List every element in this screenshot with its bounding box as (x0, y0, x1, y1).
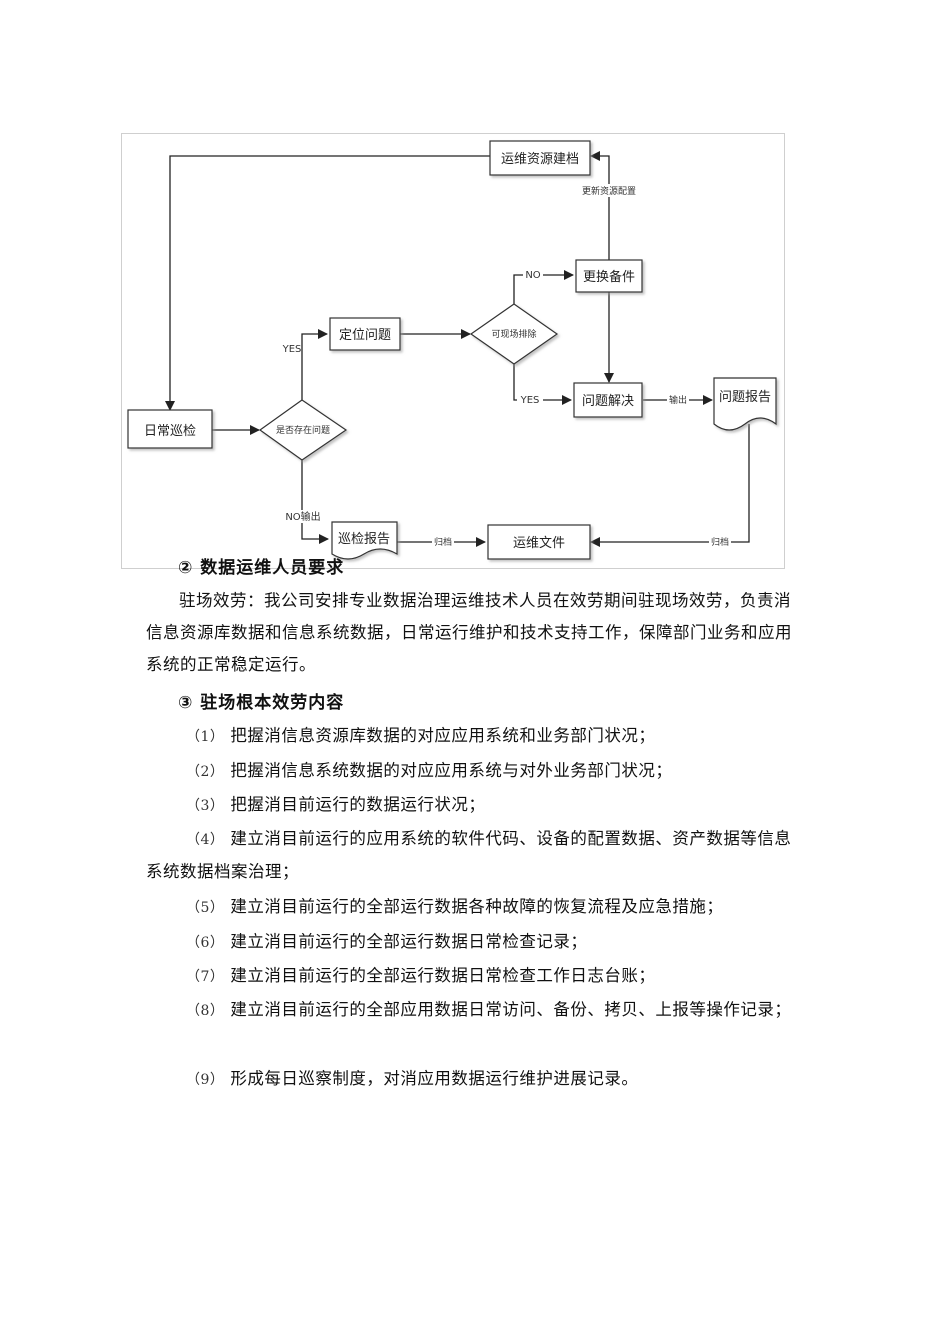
flowchart-node-labels: 运维资源建档 更换备件 定位问题 可现场排除 问题解决 问题报告 日常巡检 是否… (144, 152, 771, 551)
item-number: （7） (186, 969, 225, 985)
edge-label-yes-1: YES (282, 344, 302, 355)
list-item: （6） 建立消目前运行的全部运行数据日常检查记录； (146, 926, 806, 959)
section2-heading: ② 数据运维人员要求 (178, 558, 345, 578)
label-replace-parts: 更换备件 (583, 269, 635, 285)
list-item: （3） 把握消目前运行的数据运行状况； (146, 789, 806, 822)
flowchart-canvas: 运维资源建档 更换备件 定位问题 可现场排除 问题解决 问题报告 日常巡检 是否… (127, 140, 777, 560)
node-daily-inspection (127, 409, 213, 449)
label-onsite-fixable: 可现场排除 (491, 328, 536, 340)
edge-no-replace (513, 270, 574, 304)
item-text: 建立消目前运行的全部运行数据日常检查工作日志台账； (230, 966, 656, 985)
edge-label-yes-2: YES (520, 395, 540, 406)
node-ops-document (487, 524, 591, 560)
list-item: （4）建立消目前运行的应用系统的软件代码、设备的配置数据、资产数据等信息系统数据… (146, 823, 806, 888)
node-replace-parts (575, 259, 643, 293)
label-ops-document: 运维文件 (513, 536, 565, 551)
list-item: （9） 形成每日巡察制度，对消应用数据运行维护进展记录。 (146, 1063, 806, 1096)
item-number: （5） (186, 900, 225, 916)
label-locate-problem: 定位问题 (339, 328, 391, 343)
edge-archive-to-inspection (165, 155, 490, 411)
item-text: 建立消目前运行的全部运行数据各种故障的恢复流程及应急措施； (230, 897, 724, 916)
edge-label-output: 输出 (669, 394, 687, 406)
edge-label-no-2: NO (525, 270, 540, 281)
edge-yes-solved (513, 364, 572, 405)
edge-replace-to-archive (590, 151, 610, 260)
item-text: 把握消目前运行的数据运行状况； (230, 795, 486, 814)
item-number: （8） (186, 1003, 225, 1019)
label-daily-inspection: 日常巡检 (144, 424, 196, 439)
node-inspection-report (331, 521, 398, 560)
section2-paragraph: 驻场效劳：我公司安排专业数据治理运维技术人员在效劳期间驻现场效劳，负责消信息资源… (146, 591, 792, 674)
flowchart-edge-labels: YES NO输出 NO YES 输出 更新资源配置 归档 归档 (282, 184, 731, 548)
list-item: （7） 建立消目前运行的全部运行数据日常检查工作日志台账； (146, 960, 806, 993)
label-problem-report: 问题报告 (719, 390, 771, 405)
item-number: （3） (186, 798, 225, 814)
edge-label-no-output: NO输出 (285, 510, 320, 523)
node-onsite-fixable (469, 303, 559, 365)
item-number: （1） (186, 729, 225, 745)
ops-flowchart: 运维资源建档 更换备件 定位问题 可现场排除 问题解决 问题报告 日常巡检 是否… (121, 133, 785, 569)
node-problem-solved (573, 382, 643, 418)
item-text: 建立消目前运行的应用系统的软件代码、设备的配置数据、资产数据等信息系统数据档案治… (146, 829, 792, 881)
edge-label-archive-1: 归档 (434, 536, 452, 548)
list-item: （5） 建立消目前运行的全部运行数据各种故障的恢复流程及应急措施； (146, 891, 806, 924)
section3-heading: ③ 驻场根本效劳内容 (178, 693, 345, 713)
item-number: （9） (186, 1072, 225, 1088)
item-number: （4） (186, 832, 225, 848)
item-text: 建立消目前运行的全部运行数据日常检查记录； (230, 932, 588, 951)
node-problem-report (713, 377, 777, 431)
edge-label-update-config: 更新资源配置 (582, 185, 636, 197)
item-text: 把握消信息资源库数据的对应应用系统和业务部门状况； (230, 726, 656, 745)
item-text: 建立消目前运行的全部应用数据日常访问、备份、拷贝、上报等操作记录； (230, 1000, 792, 1019)
edge-label-archive-2: 归档 (711, 536, 729, 548)
label-inspection-report: 巡检报告 (338, 532, 390, 547)
node-locate-problem (329, 317, 401, 351)
item-text: 把握消信息系统数据的对应应用系统与对外业务部门状况； (230, 761, 673, 780)
label-has-problem: 是否存在问题 (276, 424, 330, 436)
label-resource-archive: 运维资源建档 (501, 152, 579, 167)
list-item: （1） 把握消信息资源库数据的对应应用系统和业务部门状况； (146, 720, 806, 753)
edge-report-to-document (590, 424, 750, 547)
item-number: （6） (186, 935, 225, 951)
edge-no-report (301, 460, 329, 544)
list-item: （2） 把握消信息系统数据的对应应用系统与对外业务部门状况； (146, 755, 806, 788)
node-resource-archive (489, 140, 591, 176)
label-problem-solved: 问题解决 (582, 394, 634, 409)
flowchart-edges (165, 151, 750, 547)
node-has-problem (258, 399, 348, 461)
list-item: （8） 建立消目前运行的全部应用数据日常访问、备份、拷贝、上报等操作记录； (146, 994, 806, 1027)
flowchart-nodes (127, 140, 777, 560)
item-text: 形成每日巡察制度，对消应用数据运行维护进展记录。 (230, 1069, 639, 1088)
edge-yes-locate (301, 329, 328, 400)
item-number: （2） (186, 764, 225, 780)
